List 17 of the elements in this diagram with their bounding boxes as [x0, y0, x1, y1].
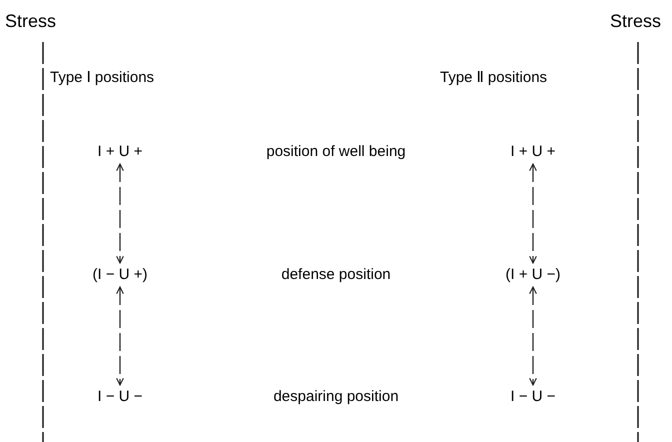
position-label: I − U − — [75, 385, 165, 409]
position-label: I − U − — [488, 385, 578, 409]
position-label: (I + U −) — [488, 263, 578, 287]
position-label: I + U + — [75, 140, 165, 164]
double-arrow — [529, 286, 537, 386]
axis-title: Stress — [5, 10, 56, 33]
double-arrow — [116, 163, 124, 264]
double-arrow — [529, 163, 537, 264]
row-label: position of well being — [266, 142, 406, 162]
column-heading: Type Ⅰ positions — [50, 68, 154, 88]
axis-title: Stress — [610, 10, 662, 33]
row-label: despairing position — [273, 387, 399, 407]
column-heading: Type Ⅱ positions — [440, 68, 548, 88]
position-label: (I − U +) — [75, 263, 165, 287]
double-arrow — [116, 286, 124, 386]
position-label: I + U + — [488, 140, 578, 164]
row-label: defense position — [281, 265, 391, 285]
